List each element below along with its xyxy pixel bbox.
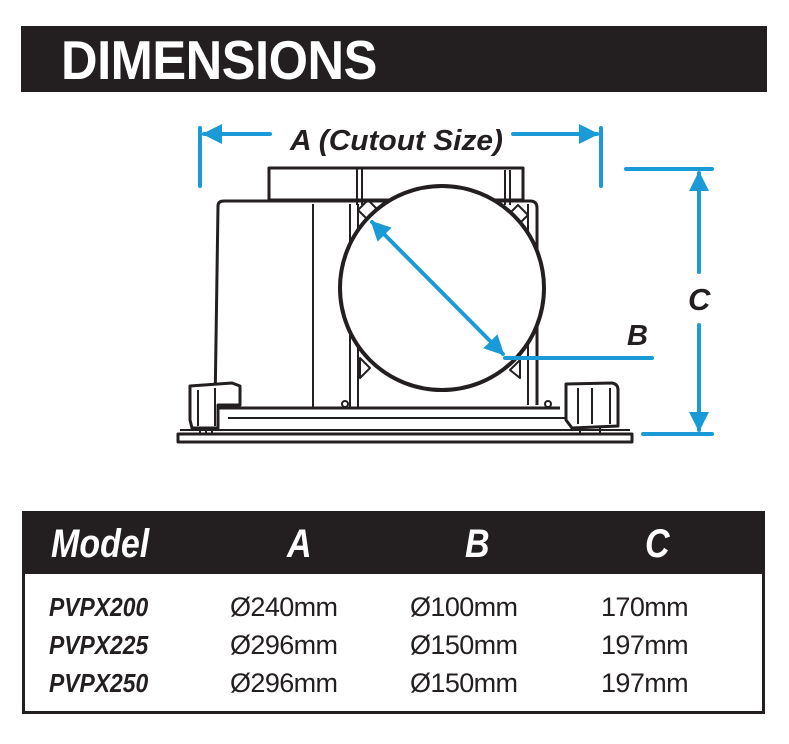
dimension-b (370, 220, 654, 360)
dimension-b-label: B (627, 320, 648, 352)
page-title: DIMENSIONS (61, 29, 377, 91)
column-header-c: C (645, 522, 670, 566)
dimensions-table: Model A B C PVPX200 Ø240mm Ø100mm 170mm … (22, 511, 765, 714)
fan-housing-drawing (176, 166, 634, 444)
table-header: Model A B C (25, 514, 762, 574)
model-cell: PVPX225 (49, 630, 149, 660)
column-header-a: A (287, 522, 312, 566)
column-header-model: Model (51, 522, 150, 566)
c-cell: 197mm (601, 630, 689, 660)
title-bar: DIMENSIONS (21, 26, 767, 92)
dimension-a-label: A (Cutout Size) (289, 125, 503, 157)
fan-dimension-diagram: A (Cutout Size) B C (176, 124, 714, 444)
table-row: PVPX250 Ø296mm Ø150mm 197mm (25, 664, 762, 702)
b-cell: Ø150mm (410, 668, 518, 698)
dimension-a (198, 124, 603, 188)
b-cell: Ø100mm (410, 592, 518, 622)
model-cell: PVPX200 (49, 592, 149, 622)
b-cell: Ø150mm (410, 630, 518, 660)
column-header-b: B (465, 522, 490, 566)
table-row: PVPX200 Ø240mm Ø100mm 170mm (25, 588, 762, 626)
a-cell: Ø296mm (230, 668, 338, 698)
c-cell: 170mm (601, 592, 689, 622)
table-row: PVPX225 Ø296mm Ø150mm 197mm (25, 626, 762, 664)
a-cell: Ø240mm (230, 592, 338, 622)
model-cell: PVPX250 (49, 668, 149, 698)
dimension-c (624, 167, 714, 436)
dimension-c-label: C (688, 282, 711, 317)
c-cell: 197mm (601, 668, 689, 698)
a-cell: Ø296mm (230, 630, 338, 660)
